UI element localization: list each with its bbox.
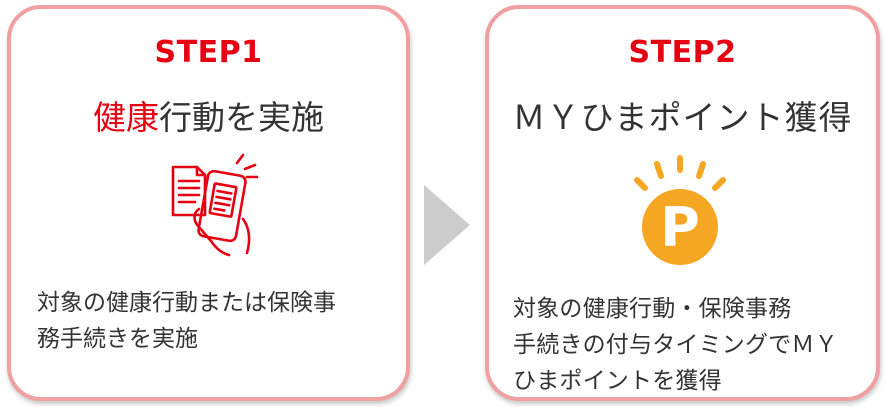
- step2-description-line: 対象の健康行動・保険事務: [513, 296, 792, 322]
- step1-description: 対象の健康行動または保険事 務手続きを実施: [37, 285, 399, 357]
- step2-description-line: ひまポイントを獲得: [513, 368, 722, 394]
- point-coin-letter: P: [660, 196, 700, 259]
- step2-title: ＭＹひまポイント獲得: [512, 98, 853, 137]
- step1-card: STEP1 健康行動を実施 対象の健康行動または保険事 務手続きを実施: [7, 5, 410, 401]
- step2-description: 対象の健康行動・保険事務 手続きの付与タイミングでＭＹ ひまポイントを獲得: [513, 291, 873, 399]
- step2-label: STEP2: [628, 35, 737, 70]
- point-coin-icon: P: [634, 155, 726, 265]
- step1-title: 健康行動を実施: [11, 91, 406, 139]
- step1-description-line: 対象の健康行動または保険事: [37, 290, 336, 316]
- step1-description-line: 務手続きを実施: [37, 326, 198, 352]
- step1-label: STEP1: [154, 35, 263, 70]
- phone-documents-icon: [171, 153, 259, 257]
- step1-title-rest: 行動を実施: [159, 98, 324, 137]
- step2-description-line: 手続きの付与タイミングでＭＹ: [513, 332, 838, 358]
- step1-title-accent: 健康: [93, 98, 159, 137]
- triangle-right-icon: [424, 185, 470, 265]
- step2-card: STEP2 ＭＹひまポイント獲得 P 対象の健康行動・保険事務 手続きの付与タイ…: [485, 5, 880, 401]
